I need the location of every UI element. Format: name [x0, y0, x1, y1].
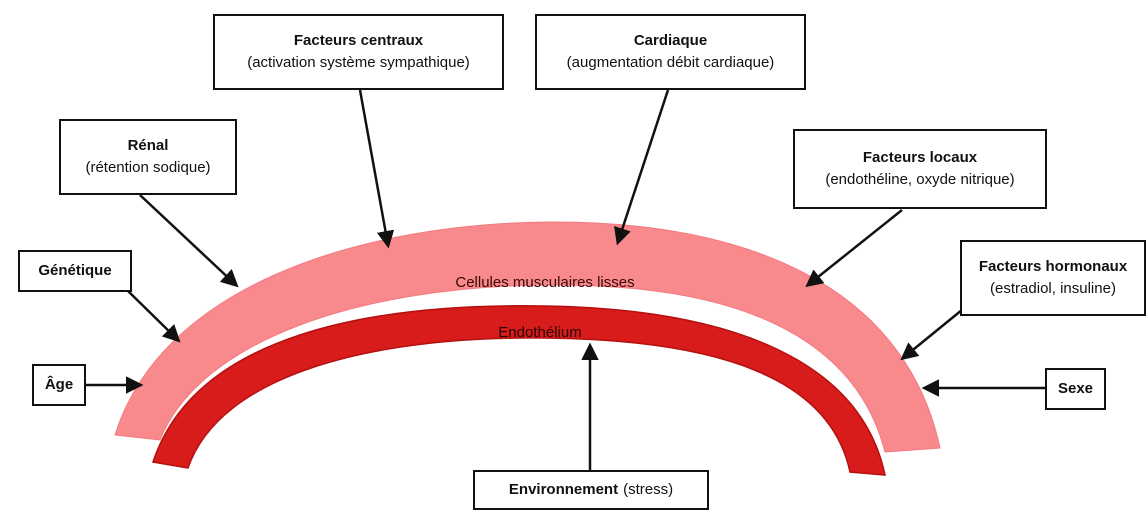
facteurs-centraux-box: Facteurs centraux (activation système sy…: [213, 14, 504, 90]
renal-title: Rénal: [128, 135, 169, 157]
facteurs-locaux-box: Facteurs locaux (endothéline, oxyde nitr…: [793, 129, 1047, 209]
genetique-box: Génétique: [18, 250, 132, 292]
arrow-renal: [140, 195, 236, 285]
renal-box: Rénal (rétention sodique): [59, 119, 237, 195]
facteurs-hormonaux-subtitle: (estradiol, insuline): [990, 278, 1116, 300]
sexe-title: Sexe: [1058, 378, 1093, 400]
facteurs-locaux-title: Facteurs locaux: [863, 147, 977, 169]
arrow-cardiaque: [618, 90, 668, 242]
arrow-genetique: [128, 291, 178, 340]
environnement-box: Environnement (stress): [473, 470, 709, 510]
arrow-facteurs-locaux: [808, 210, 902, 285]
age-box: Âge: [32, 364, 86, 406]
facteurs-centraux-subtitle: (activation système sympathique): [247, 52, 470, 74]
cardiaque-box: Cardiaque (augmentation débit cardiaque): [535, 14, 806, 90]
genetique-title: Génétique: [38, 260, 111, 282]
cardiaque-title: Cardiaque: [634, 30, 707, 52]
renal-subtitle: (rétention sodique): [85, 157, 210, 179]
facteurs-locaux-subtitle: (endothéline, oxyde nitrique): [825, 169, 1014, 191]
environnement-subtitle: (stress): [623, 479, 673, 501]
endothelium-layer-label: Endothélium: [455, 324, 625, 341]
sexe-box: Sexe: [1045, 368, 1106, 410]
environnement-title: Environnement: [509, 479, 618, 501]
arrow-facteurs-hormonaux: [903, 305, 968, 358]
facteurs-hormonaux-title: Facteurs hormonaux: [979, 256, 1127, 278]
facteurs-hormonaux-box: Facteurs hormonaux (estradiol, insuline): [960, 240, 1146, 316]
facteurs-centraux-title: Facteurs centraux: [294, 30, 423, 52]
cardiaque-subtitle: (augmentation débit cardiaque): [567, 52, 775, 74]
muscle-layer-label: Cellules musculaires lisses: [405, 274, 685, 291]
age-title: Âge: [45, 374, 73, 396]
arrow-facteurs-centraux: [360, 90, 388, 245]
